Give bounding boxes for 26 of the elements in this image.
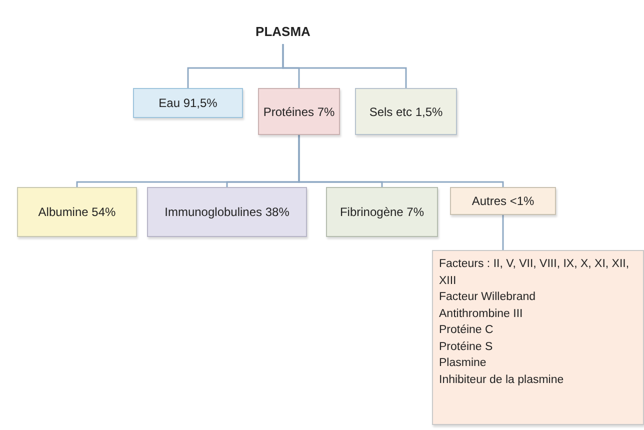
connector-line — [282, 44, 407, 88]
list-item: Facteur Willebrand — [439, 290, 536, 305]
list-item: Antithrombine III — [439, 306, 523, 322]
box-label: Autres <1% — [472, 194, 534, 208]
box-label: Fibrinogène 7% — [340, 205, 424, 219]
category-box — [450, 187, 556, 215]
category-box — [147, 187, 307, 237]
box-label: Immunoglobulines 38% — [164, 205, 290, 219]
category-box — [17, 187, 137, 237]
title-text: PLASMA — [256, 24, 310, 38]
box-label: Eau 91,5% — [158, 96, 218, 110]
list-item: Protéine C — [439, 323, 494, 338]
box-label: Protéines 7% — [263, 104, 335, 118]
connector-line — [502, 215, 504, 250]
box-label: Sels etc 1,5% — [369, 104, 443, 118]
list-item: Facteurs : II, V, VII, VIII, IX, X, XI, XII, XIII — [439, 257, 630, 288]
list-item: Inhibiteur de la plasmine — [439, 372, 564, 388]
list-item: Plasmine — [439, 356, 486, 371]
category-box — [326, 187, 438, 237]
category-box — [355, 88, 457, 135]
connector-line — [298, 135, 504, 187]
list-item: Protéine S — [439, 340, 493, 354]
category-box — [133, 88, 243, 118]
list-box — [432, 250, 644, 425]
category-box — [258, 88, 340, 135]
box-label: Albumine 54% — [38, 205, 116, 219]
